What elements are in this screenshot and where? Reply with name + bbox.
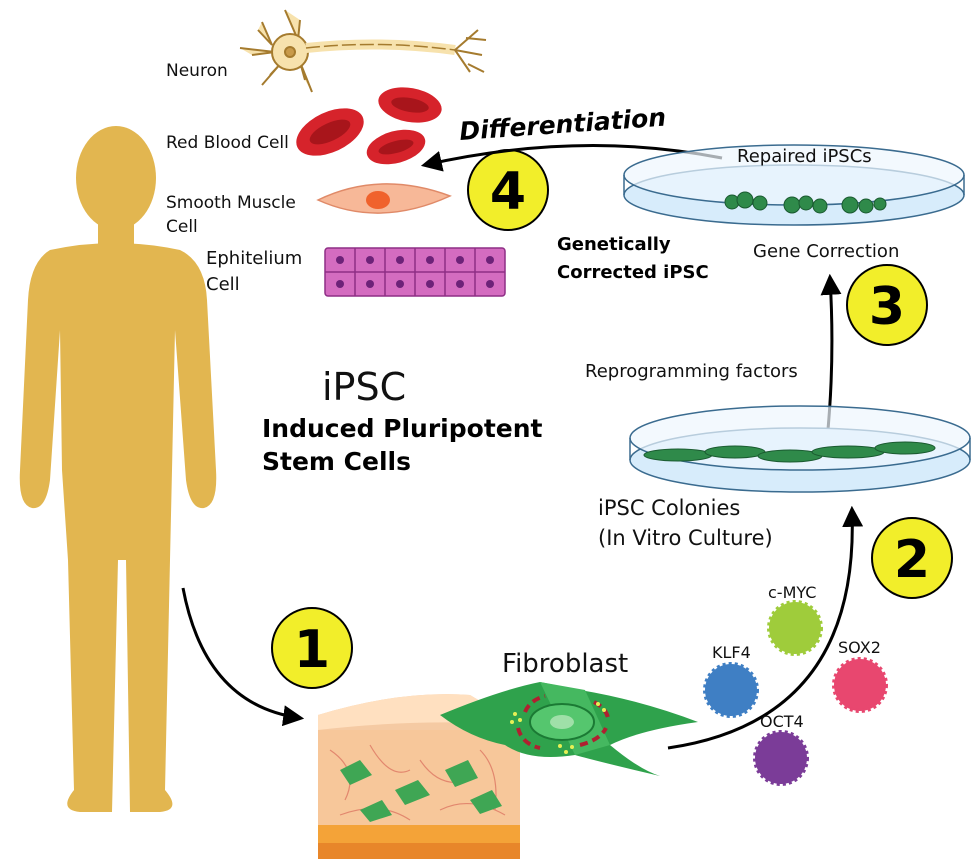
label-reprogramming-factors: Reprogramming factors bbox=[585, 361, 798, 382]
ipsc-colonies-dish-icon bbox=[629, 405, 971, 493]
label-epithelium-2: Cell bbox=[206, 274, 240, 295]
reprogramming-arrow bbox=[667, 505, 864, 750]
repaired-ipsc-dish-icon bbox=[623, 144, 965, 226]
factor-oct4-icon bbox=[753, 730, 809, 786]
human-body-icon bbox=[19, 126, 217, 812]
epithelium-cell-icon bbox=[324, 247, 506, 297]
label-fibroblast: Fibroblast bbox=[502, 649, 628, 679]
label-gene-correction: Gene Correction bbox=[753, 241, 899, 262]
fibroblast-cell-icon bbox=[440, 682, 698, 776]
smooth-muscle-cell-icon bbox=[316, 183, 452, 214]
label-oct4: OCT4 bbox=[760, 712, 804, 731]
label-cmyc: c-MYC bbox=[768, 583, 816, 602]
step-1-badge bbox=[271, 607, 353, 689]
label-colonies-2: (In Vitro Culture) bbox=[598, 526, 773, 550]
label-differentiation: Differentiation bbox=[458, 103, 667, 146]
title-abbrev: iPSC bbox=[322, 365, 406, 409]
step-3-badge bbox=[846, 264, 928, 346]
step-1-number: 1 bbox=[294, 620, 330, 680]
title-line1: Induced Pluripotent bbox=[262, 414, 543, 443]
label-epithelium-1: Ephitelium bbox=[206, 248, 302, 269]
label-sox2: SOX2 bbox=[838, 638, 881, 657]
factor-cmyc-icon bbox=[767, 600, 823, 656]
step-2-number: 2 bbox=[894, 530, 930, 590]
step-2-badge bbox=[871, 517, 953, 599]
step-3-number: 3 bbox=[869, 277, 905, 337]
label-genetically-2: Corrected iPSC bbox=[557, 262, 709, 283]
neuron-icon bbox=[239, 9, 487, 93]
label-colonies-1: iPSC Colonies bbox=[598, 496, 740, 520]
biopsy-arrow bbox=[181, 587, 305, 727]
label-klf4: KLF4 bbox=[712, 643, 751, 662]
factor-sox2-icon bbox=[832, 657, 888, 713]
label-smooth-muscle-1: Smooth Muscle bbox=[166, 193, 296, 213]
title-line2: Stem Cells bbox=[262, 447, 411, 476]
factor-klf4-icon bbox=[703, 662, 759, 718]
label-neuron: Neuron bbox=[166, 61, 228, 81]
label-red-blood-cell: Red Blood Cell bbox=[166, 133, 289, 153]
label-genetically-1: Genetically bbox=[557, 234, 671, 255]
label-smooth-muscle-2: Cell bbox=[166, 217, 198, 237]
label-repaired-ipscs: Repaired iPSCs bbox=[737, 146, 872, 167]
red-blood-cells-icon bbox=[296, 87, 442, 165]
step-4-number: 4 bbox=[490, 162, 526, 222]
